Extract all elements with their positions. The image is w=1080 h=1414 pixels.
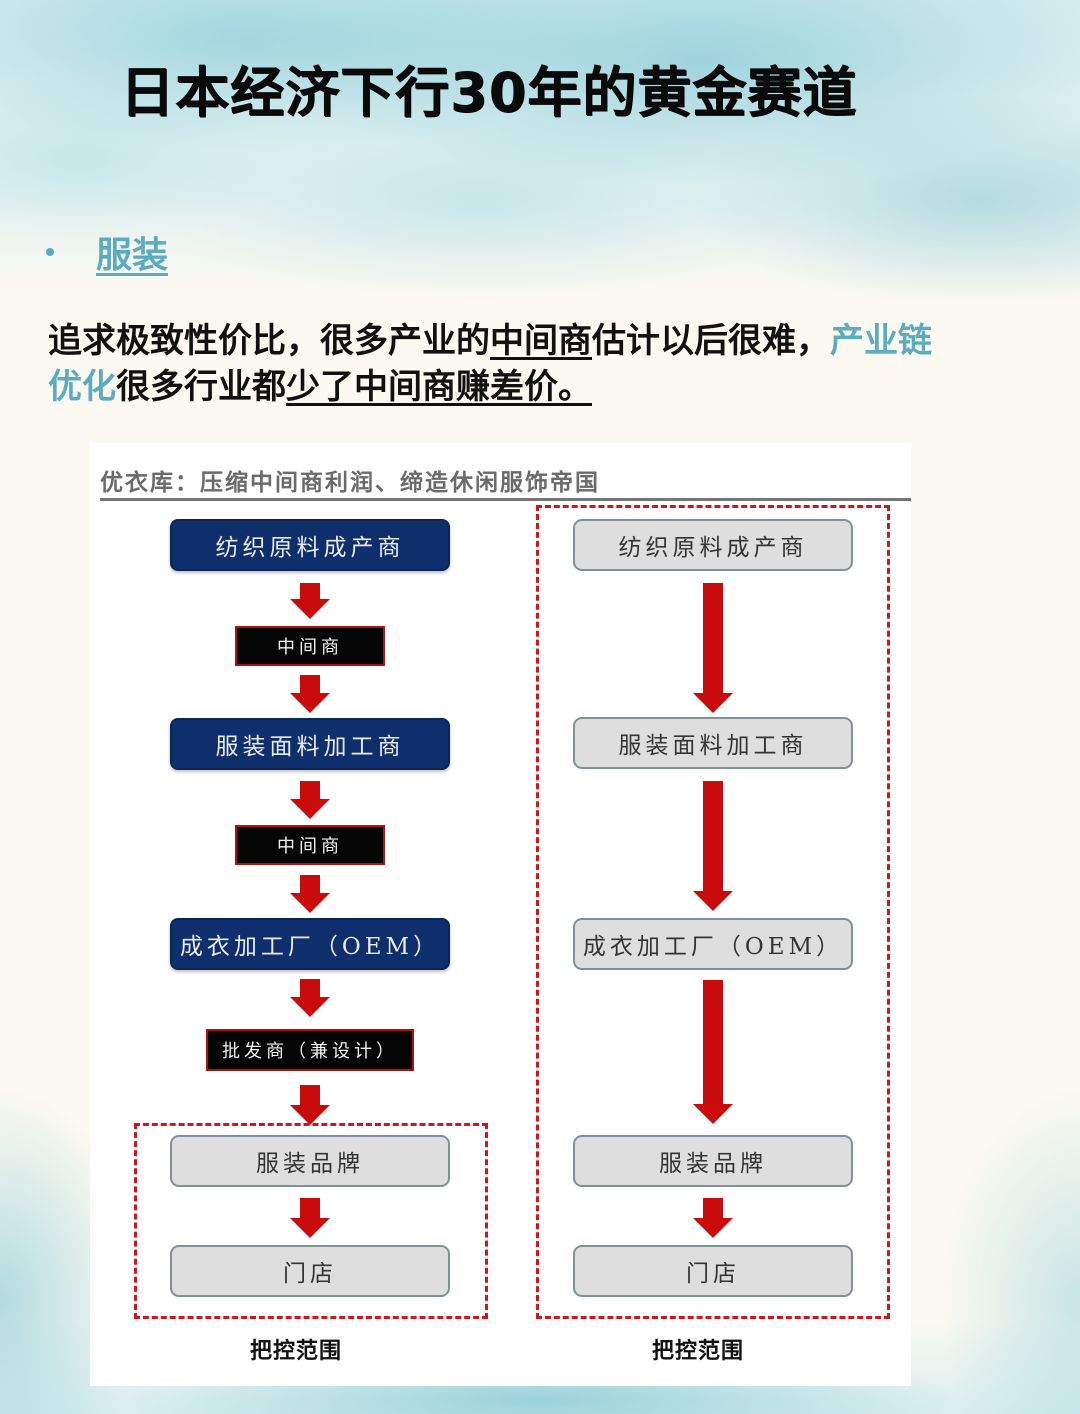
right-node-oem-factory: 成衣加工厂（OEM）: [573, 918, 853, 970]
left-control-scope: [134, 1123, 488, 1319]
right-node-fabric-processor: 服装面料加工商: [573, 717, 853, 769]
bullet-icon: [46, 248, 54, 256]
body-paragraph: 追求极致性价比，很多产业的中间商估计以后很难，产业链 优化很多行业都少了中间商赚…: [48, 318, 1048, 410]
arrow-down-icon: [290, 583, 330, 619]
para-underline: 中间商: [490, 321, 592, 361]
left-node-wholesaler: 批发商（兼设计）: [206, 1029, 414, 1071]
arrow-down-icon: [693, 781, 733, 911]
right-control-scope: [536, 505, 890, 1319]
left-node-store: 门店: [170, 1245, 450, 1297]
left-node-oem-factory: 成衣加工厂（OEM）: [170, 918, 450, 970]
arrow-down-icon: [290, 1085, 330, 1125]
supply-chain-diagram: 优衣库：压缩中间商利润、缔造休闲服饰帝国 纺织原料成产商 中间商 服装面料加工商…: [90, 443, 911, 1386]
para-text: 估计以后很难，: [592, 321, 830, 361]
right-scope-label: 把控范围: [652, 1338, 745, 1364]
para-underline: 少了中间商赚差价。: [286, 367, 592, 407]
diagram-title: 优衣库：压缩中间商利润、缔造休闲服饰帝国: [100, 469, 600, 496]
para-accent: 产业链: [830, 321, 932, 361]
arrow-down-icon: [290, 675, 330, 713]
left-node-textile-producer: 纺织原料成产商: [170, 519, 450, 571]
right-node-store: 门店: [573, 1245, 853, 1297]
arrow-down-icon: [290, 875, 330, 913]
right-node-textile-producer: 纺织原料成产商: [573, 519, 853, 571]
title-divider: [100, 498, 911, 501]
arrow-down-icon: [290, 979, 330, 1017]
section-heading: 服装: [46, 226, 168, 278]
left-scope-label: 把控范围: [250, 1338, 343, 1364]
left-node-middleman-2: 中间商: [235, 825, 385, 865]
para-text: 追求极致性价比，很多产业的: [48, 321, 490, 361]
left-node-middleman-1: 中间商: [235, 626, 385, 666]
arrow-down-icon: [693, 1198, 733, 1238]
arrow-down-icon: [290, 781, 330, 819]
para-accent: 优化: [48, 367, 116, 407]
left-node-brand: 服装品牌: [170, 1135, 450, 1187]
para-text: 很多行业都: [116, 367, 286, 407]
arrow-down-icon: [290, 1198, 330, 1238]
right-node-brand: 服装品牌: [573, 1135, 853, 1187]
arrow-down-icon: [693, 980, 733, 1124]
page-title: 日本经济下行30年的黄金赛道: [120, 61, 858, 124]
section-label: 服装: [96, 235, 169, 276]
left-node-fabric-processor: 服装面料加工商: [170, 718, 450, 770]
arrow-down-icon: [693, 583, 733, 713]
